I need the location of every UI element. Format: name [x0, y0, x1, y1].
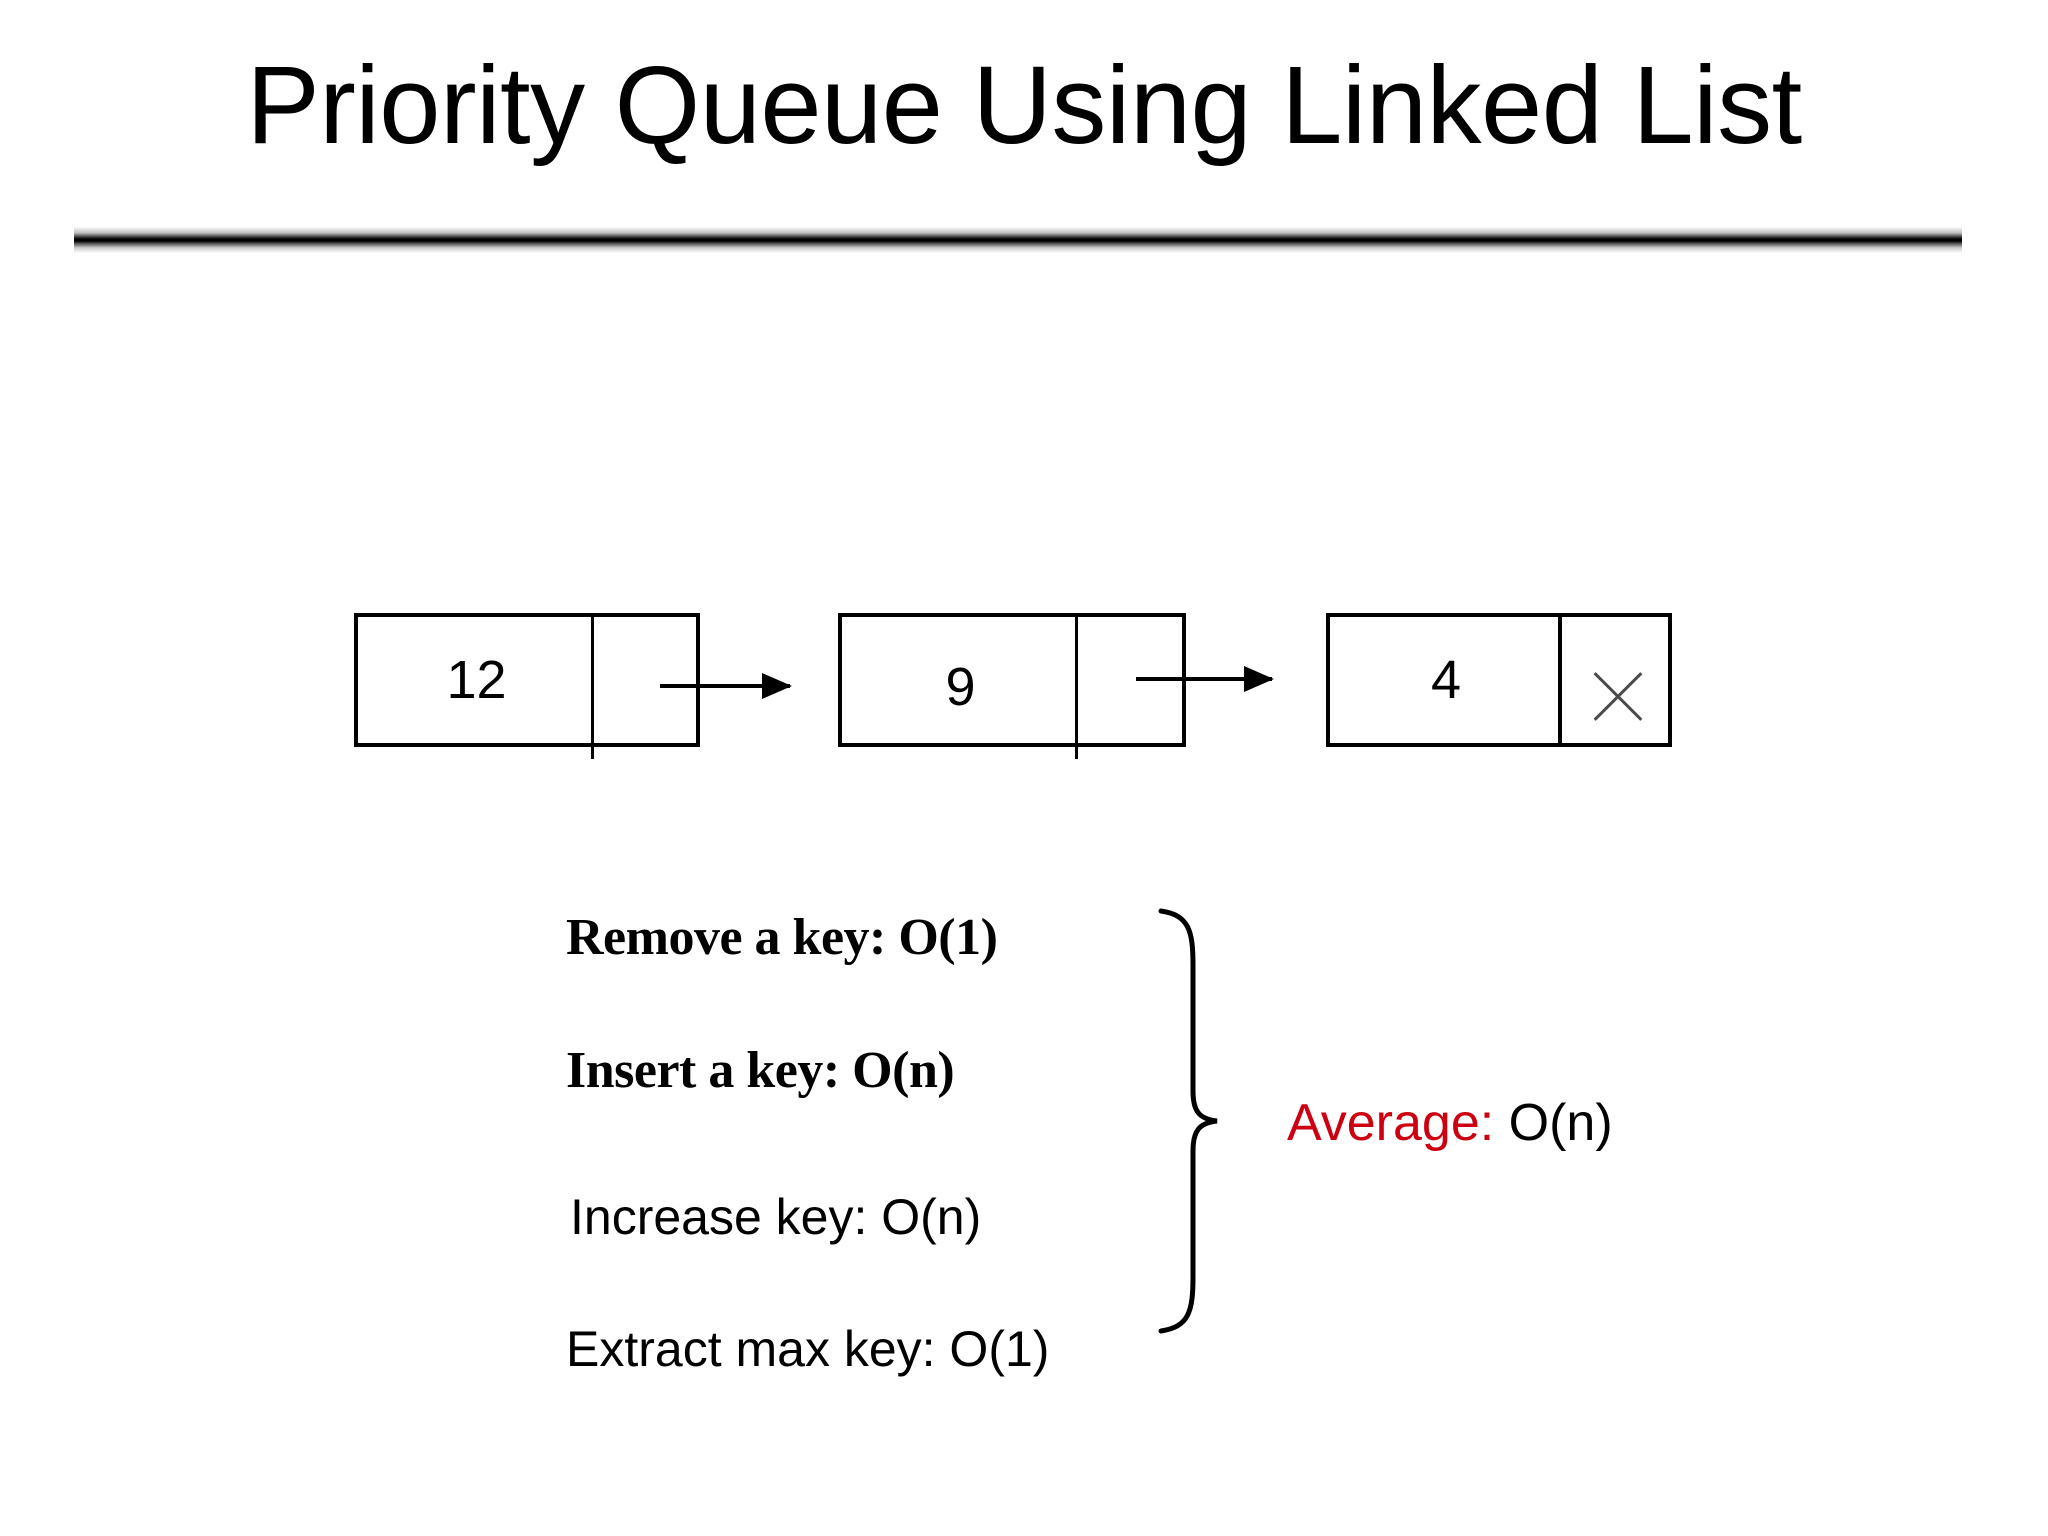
list-arrow-1-to-2: [660, 673, 792, 699]
list-node-2-key: 9: [945, 657, 976, 717]
list-node-2: 9: [838, 613, 1186, 759]
complexity-item-extract-max-key: Extract max key: O(1): [566, 1321, 1050, 1377]
average-summary-value: O(n): [1508, 1094, 1613, 1152]
x-mark-icon: [1593, 671, 1643, 721]
complexity-item-remove-key: Remove a key: O(1): [566, 909, 998, 966]
average-summary-label: Average:: [1287, 1094, 1495, 1152]
list-node-2-divider: [1075, 613, 1078, 759]
list-arrow-2-to-3: [1136, 666, 1274, 692]
grouping-brace-icon: [1155, 905, 1225, 1335]
list-node-3-key: 4: [1430, 650, 1462, 710]
average-summary: Average: O(n): [1287, 1093, 1613, 1153]
list-node-3-divider: [1558, 613, 1562, 747]
list-node-1-divider: [591, 613, 594, 759]
complexity-item-insert-key: Insert a key: O(n): [566, 1042, 955, 1099]
page-title: Priority Queue Using Linked List: [246, 44, 1802, 167]
list-node-3: 4: [1326, 613, 1672, 747]
title-divider-rule: [74, 222, 1962, 256]
complexity-item-increase-key: Increase key: O(n): [570, 1189, 982, 1245]
list-node-1-key: 12: [446, 650, 507, 710]
list-node-1: 12: [354, 613, 700, 759]
